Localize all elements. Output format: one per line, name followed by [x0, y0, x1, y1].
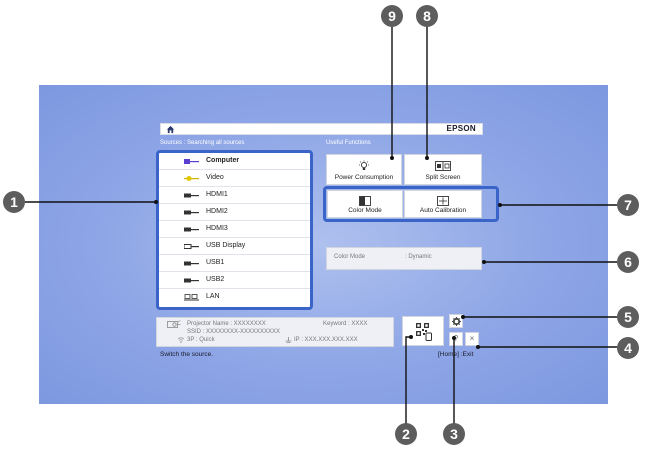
wifi-icon: [177, 337, 185, 343]
source-label: USB2: [206, 276, 225, 283]
info-label: Color Mode: [334, 254, 366, 260]
useful-functions-title: Useful Functions: [326, 140, 371, 146]
close-icon: ×: [469, 334, 475, 343]
eco-lightbulb-icon: [359, 160, 369, 170]
callout-6: 6: [617, 251, 639, 273]
source-label: HDMI2: [206, 208, 228, 215]
hdmi-connector-icon: [184, 227, 199, 232]
split-screen-label: Split Screen: [425, 174, 461, 181]
network-info-bar: Projector Name : XXXXXXXX Keyword : XXXX…: [156, 317, 394, 347]
callout-5: 5: [617, 306, 639, 328]
callout-8: 8: [416, 5, 438, 27]
color-mode-button[interactable]: Color Mode: [327, 190, 403, 218]
usb-connector-icon: [184, 261, 199, 266]
callout-4: 4: [617, 337, 639, 359]
source-label: HDMI3: [206, 225, 228, 232]
hdmi-connector-icon: [184, 193, 199, 198]
split-screen-button[interactable]: Split Screen: [404, 154, 482, 185]
help-button[interactable]: ?: [449, 332, 463, 346]
computer-connector-icon: [184, 159, 199, 164]
auto-calibration-button[interactable]: Auto Calibration: [404, 190, 482, 218]
footer-exit-hint: [Home] :Exit: [438, 351, 474, 358]
brand-logo: EPSON: [446, 124, 476, 133]
ip-address: IP : XXX.XXX.XXX.XXX: [294, 337, 358, 343]
source-item-lan[interactable]: LAN: [159, 289, 310, 306]
connection-mode: 3P : Quick: [187, 337, 215, 343]
wired-lan-icon: [285, 337, 292, 343]
auto-calibration-label: Auto Calibration: [419, 207, 467, 214]
info-value: : Dynamic: [405, 254, 432, 260]
source-list: Computer Video HDMI1 HDMI2 HDMI3 USB Dis…: [156, 150, 313, 310]
source-item-hdmi1[interactable]: HDMI1: [159, 187, 310, 204]
callout-3: 3: [443, 423, 465, 445]
qr-code-icon: [416, 323, 432, 341]
callout-9: 9: [381, 5, 403, 27]
projector-name: Projector Name : XXXXXXXX: [187, 321, 266, 327]
power-consumption-label: Power Consumption: [334, 174, 394, 181]
projector-icon: [167, 320, 181, 328]
source-label: USB Display: [206, 242, 246, 249]
usb-connector-icon: [184, 278, 199, 283]
source-item-computer[interactable]: Computer: [159, 153, 310, 170]
source-label: Computer: [206, 157, 240, 164]
gear-icon: [452, 317, 461, 326]
source-item-hdmi3[interactable]: HDMI3: [159, 221, 310, 238]
color-mode-info: Color Mode : Dynamic: [326, 247, 482, 270]
help-icon: ?: [453, 334, 459, 343]
source-item-usb-display[interactable]: USB Display: [159, 238, 310, 255]
source-item-usb2[interactable]: USB2: [159, 272, 310, 289]
source-label: HDMI1: [206, 191, 228, 198]
source-item-usb1[interactable]: USB1: [159, 255, 310, 272]
hdmi-connector-icon: [184, 210, 199, 215]
settings-button[interactable]: [449, 314, 463, 328]
footer-hint: Switch the source.: [160, 351, 214, 358]
source-item-video[interactable]: Video: [159, 170, 310, 187]
lan-icon: [184, 294, 199, 301]
qr-code-button[interactable]: [402, 316, 444, 346]
source-item-hdmi2[interactable]: HDMI2: [159, 204, 310, 221]
projector-screen: [39, 85, 608, 404]
ssid: SSID : XXXXXXXX-XXXXXXXXXX: [187, 329, 281, 335]
callout-1: 1: [3, 191, 25, 213]
power-consumption-button[interactable]: Power Consumption: [326, 154, 402, 185]
video-connector-icon: [184, 176, 199, 181]
source-label: USB1: [206, 259, 225, 266]
keyword: Keyword : XXXX: [323, 321, 368, 327]
auto-calibration-icon: [437, 196, 449, 206]
split-screen-icon: [435, 161, 451, 171]
usb-connector-icon: [184, 244, 199, 249]
source-label: Video: [206, 174, 224, 181]
home-icon[interactable]: [166, 125, 175, 134]
color-mode-label: Color Mode: [348, 207, 382, 214]
color-mode-icon: [359, 196, 371, 206]
source-label: LAN: [206, 293, 220, 300]
header-bar: EPSON: [160, 123, 483, 135]
sources-title: Sources : Searching all sources: [160, 140, 245, 146]
callout-7: 7: [617, 194, 639, 216]
selection-highlight: [323, 186, 499, 222]
close-button[interactable]: ×: [465, 332, 479, 346]
callout-2: 2: [395, 423, 417, 445]
